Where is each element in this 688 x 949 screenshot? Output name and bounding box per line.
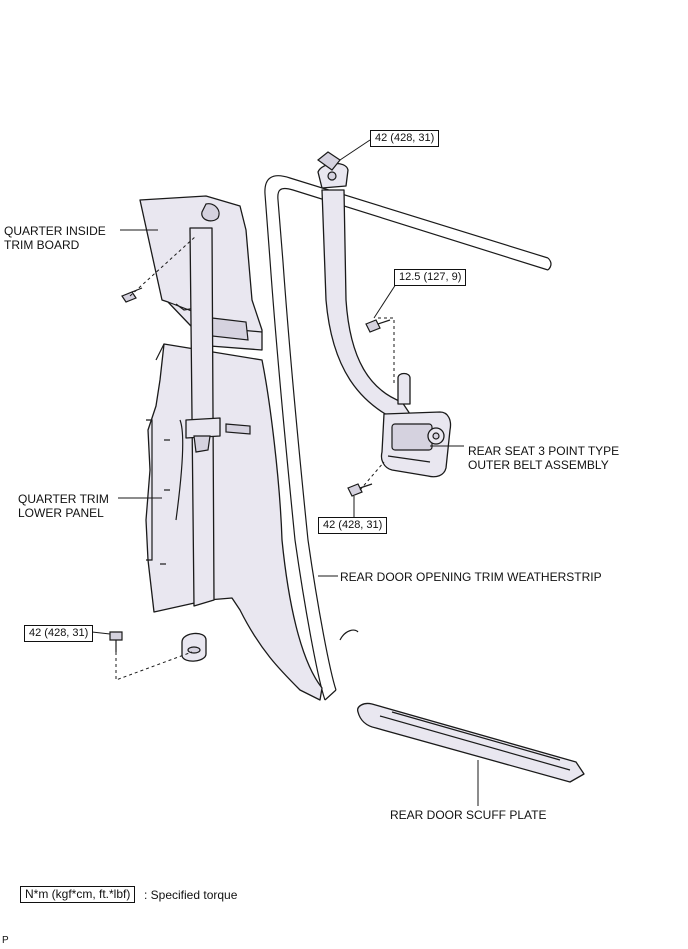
torque-top-anchor: 42 (428, 31) bbox=[370, 130, 440, 147]
torque-lower-anchor: 42 (428, 31) bbox=[24, 625, 94, 642]
bolt-icon bbox=[109, 631, 123, 652]
legend-description: : Specified torque bbox=[144, 888, 238, 902]
label-scuff-plate: REAR DOOR SCUFF PLATE bbox=[390, 808, 547, 822]
torque-retractor-bolt: 42 (428, 31) bbox=[318, 517, 388, 534]
bolt-icon bbox=[365, 319, 391, 333]
label-rear-seat-belt: REAR SEAT 3 POINT TYPE OUTER BELT ASSEMB… bbox=[468, 444, 620, 472]
label-quarter-inside-trim-board: QUARTER INSIDE TRIM BOARD bbox=[4, 224, 106, 252]
weatherstrip-part bbox=[264, 175, 552, 701]
bolt-icon bbox=[121, 287, 143, 303]
label-weatherstrip: REAR DOOR OPENING TRIM WEATHERSTRIP bbox=[340, 570, 602, 584]
top-anchor-part bbox=[317, 151, 349, 189]
belt-webbing bbox=[321, 189, 411, 421]
lower-belt-webbing bbox=[181, 227, 221, 662]
torque-upper-bolt: 12.5 (127, 9) bbox=[394, 269, 467, 286]
quarter-trim-lower-panel-part bbox=[145, 343, 323, 701]
corner-mark: P bbox=[2, 935, 9, 946]
label-quarter-trim-lower-panel: QUARTER TRIM LOWER PANEL bbox=[18, 492, 109, 520]
retractor-part bbox=[380, 372, 452, 478]
legend-unit-box: N*m (kgf*cm, ft.*lbf) bbox=[20, 886, 136, 903]
bolt-icon bbox=[347, 483, 373, 497]
scuff-plate-part bbox=[357, 702, 585, 783]
